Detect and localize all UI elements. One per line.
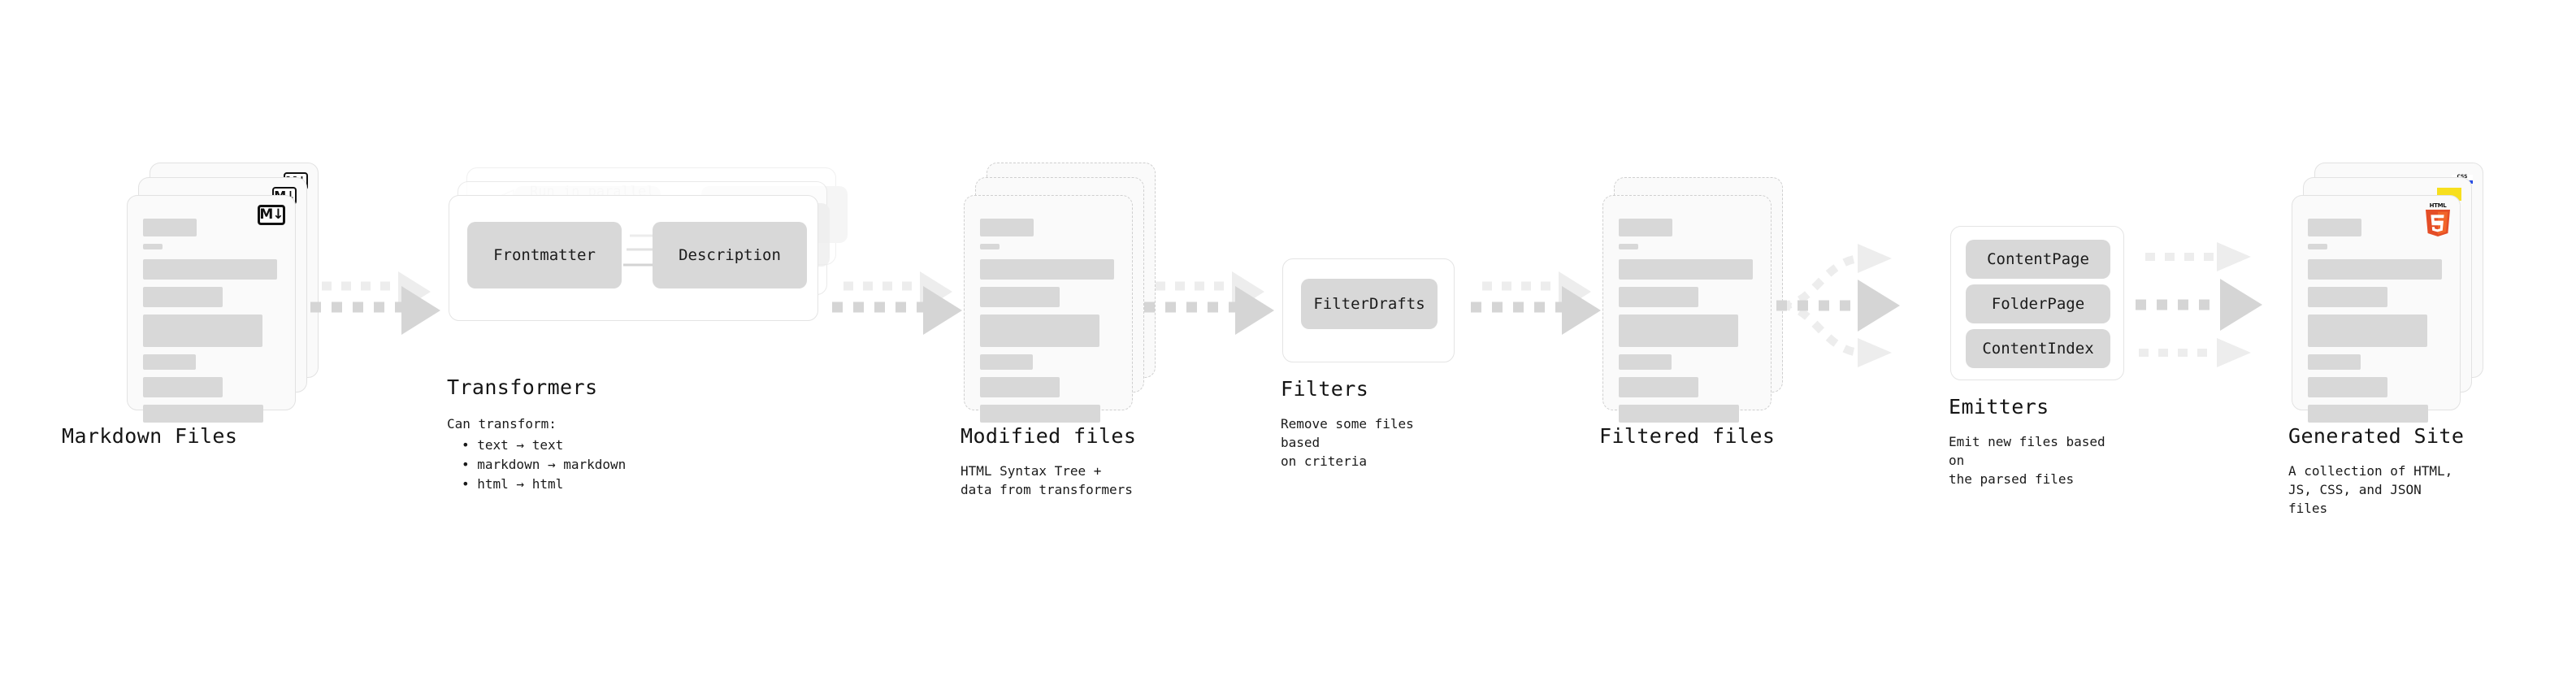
skeleton-bar <box>143 354 196 370</box>
skeleton-bar <box>2308 244 2327 249</box>
skeleton-bar <box>2308 259 2442 280</box>
skeleton-content <box>143 219 280 430</box>
bullet-text: html → html <box>477 476 564 492</box>
stage-filtered-files: Filtered files <box>1599 177 1783 448</box>
arrow-icon <box>2136 242 2262 367</box>
markdown-files-card-stack: M↓ M↓ M↓ <box>127 163 319 423</box>
skeleton-content <box>1619 219 1756 430</box>
connector-markdown-to-transformers <box>307 268 453 353</box>
skeleton-bar <box>2308 314 2427 347</box>
skeleton-bar <box>1619 244 1638 249</box>
connector-transformers-to-modified <box>829 268 975 353</box>
skeleton-bar <box>1619 377 1698 397</box>
arrow-icon <box>1144 271 1274 335</box>
filters-subtitle: Remove some files based on criteria <box>1281 416 1414 470</box>
filtered-file-card-front <box>1602 195 1772 423</box>
skeleton-bar <box>980 314 1099 347</box>
skeleton-bar <box>980 354 1033 370</box>
skeleton-bar <box>143 219 197 236</box>
connector-filters-to-filtered <box>1468 268 1614 353</box>
bullet-text: text → text <box>477 437 564 453</box>
stage-title-transformers: Transformers <box>447 375 598 399</box>
skeleton-bar <box>980 287 1060 307</box>
skeleton-bar <box>1619 354 1672 370</box>
skeleton-bar <box>1619 405 1739 423</box>
html5-icon: HTML <box>2424 202 2452 236</box>
skeleton-bar <box>2308 219 2361 236</box>
list-item: • markdown → markdown <box>462 457 627 472</box>
stage-modified-files: Modified files HTML Syntax Tree + data f… <box>961 163 1156 497</box>
stage-emitters: ContentPage FolderPage ContentIndex Emit… <box>1949 226 2124 487</box>
modified-file-card-front <box>964 195 1133 423</box>
skeleton-bar <box>980 405 1100 423</box>
arrow-icon <box>310 271 440 335</box>
skeleton-bar <box>143 405 263 423</box>
html5-badge-slot: HTML <box>2424 202 2452 236</box>
skeleton-bar <box>980 219 1034 236</box>
html5-wordmark: HTML <box>2429 202 2447 209</box>
skeleton-bar <box>980 244 1000 249</box>
emitter-chip-contentindex[interactable]: ContentIndex <box>1966 329 2110 368</box>
transformers-box-stack: Frontmatter <box>449 167 848 325</box>
skeleton-bar <box>2308 287 2387 307</box>
transformer-chip-description[interactable]: Description <box>653 222 807 288</box>
skeleton-bar <box>1619 314 1738 347</box>
skeleton-bar <box>2308 354 2361 370</box>
stage-title-filters: Filters <box>1281 377 1369 401</box>
skeleton-bar <box>1619 259 1753 280</box>
html5-shield-icon <box>2426 210 2450 236</box>
emitter-chip-contentpage[interactable]: ContentPage <box>1966 240 2110 279</box>
modified-files-card-stack <box>964 163 1156 423</box>
modified-files-subtitle: HTML Syntax Tree + data from transformer… <box>961 463 1133 498</box>
skeleton-content <box>2308 219 2445 430</box>
bullet-text: markdown → markdown <box>477 457 627 472</box>
stage-title-markdown-files: Markdown Files <box>62 424 238 448</box>
markdown-file-card-front: M↓ <box>127 195 296 423</box>
generated-site-card-stack: CSS HTML <box>2292 163 2483 423</box>
generated-site-subtitle: A collection of HTML, JS, CSS, and JSON … <box>2288 463 2453 517</box>
stage-generated-site: CSS HTML <box>2288 163 2483 516</box>
skeleton-bar <box>1619 287 1698 307</box>
transformers-subtitle: Can transform: <box>447 416 557 432</box>
arrow-icon <box>832 271 962 335</box>
skeleton-bar <box>143 259 277 280</box>
skeleton-bar <box>980 377 1060 397</box>
arrow-icon <box>1471 271 1601 335</box>
connector-emitters-to-site <box>2136 229 2306 387</box>
skeleton-bar <box>143 314 262 347</box>
transformers-bullet-list: • text → text • markdown → markdown • ht… <box>462 436 626 494</box>
skeleton-bar <box>143 377 223 397</box>
list-item: • text → text <box>462 437 564 453</box>
skeleton-bar <box>2308 377 2387 397</box>
skeleton-content <box>980 219 1117 430</box>
transformer-chip-frontmatter[interactable]: Frontmatter <box>467 222 622 288</box>
skeleton-bar <box>143 244 163 249</box>
stage-filters: FilterDrafts Filters Remove some files b… <box>1281 258 1455 469</box>
markdown-badge-front: M↓ <box>258 205 285 225</box>
transformer-box-front[interactable]: Frontmatter <box>449 195 818 321</box>
connector-filtered-to-emitters <box>1776 228 1947 385</box>
emitters-subtitle: Emit new files based on the parsed files <box>1949 434 2105 488</box>
filters-box[interactable]: FilterDrafts <box>1282 258 1455 362</box>
stage-title-emitters: Emitters <box>1949 395 2049 419</box>
stage-title-filtered-files: Filtered files <box>1599 424 1776 448</box>
stage-markdown-files: M↓ M↓ M↓ <box>62 163 319 448</box>
skeleton-bar <box>980 259 1114 280</box>
connector-modified-to-filters <box>1141 268 1287 353</box>
stage-transformers: Run in parallel Frontmatter <box>447 167 848 492</box>
list-item: • html → html <box>462 476 564 492</box>
stage-title-generated-site: Generated Site <box>2288 424 2465 448</box>
filtered-files-card-stack <box>1602 177 1783 423</box>
markdown-badge-icon: M↓ <box>258 205 285 225</box>
arrow-icon <box>1776 244 1900 367</box>
filter-chip-filterdrafts[interactable]: FilterDrafts <box>1301 279 1438 329</box>
skeleton-bar <box>143 287 223 307</box>
emitter-chip-folderpage[interactable]: FolderPage <box>1966 284 2110 323</box>
stage-title-modified-files: Modified files <box>961 424 1137 448</box>
skeleton-bar <box>1619 219 1672 236</box>
emitters-box[interactable]: ContentPage FolderPage ContentIndex <box>1950 226 2124 380</box>
skeleton-bar <box>2308 405 2428 423</box>
generated-site-card-front: HTML <box>2292 195 2461 423</box>
